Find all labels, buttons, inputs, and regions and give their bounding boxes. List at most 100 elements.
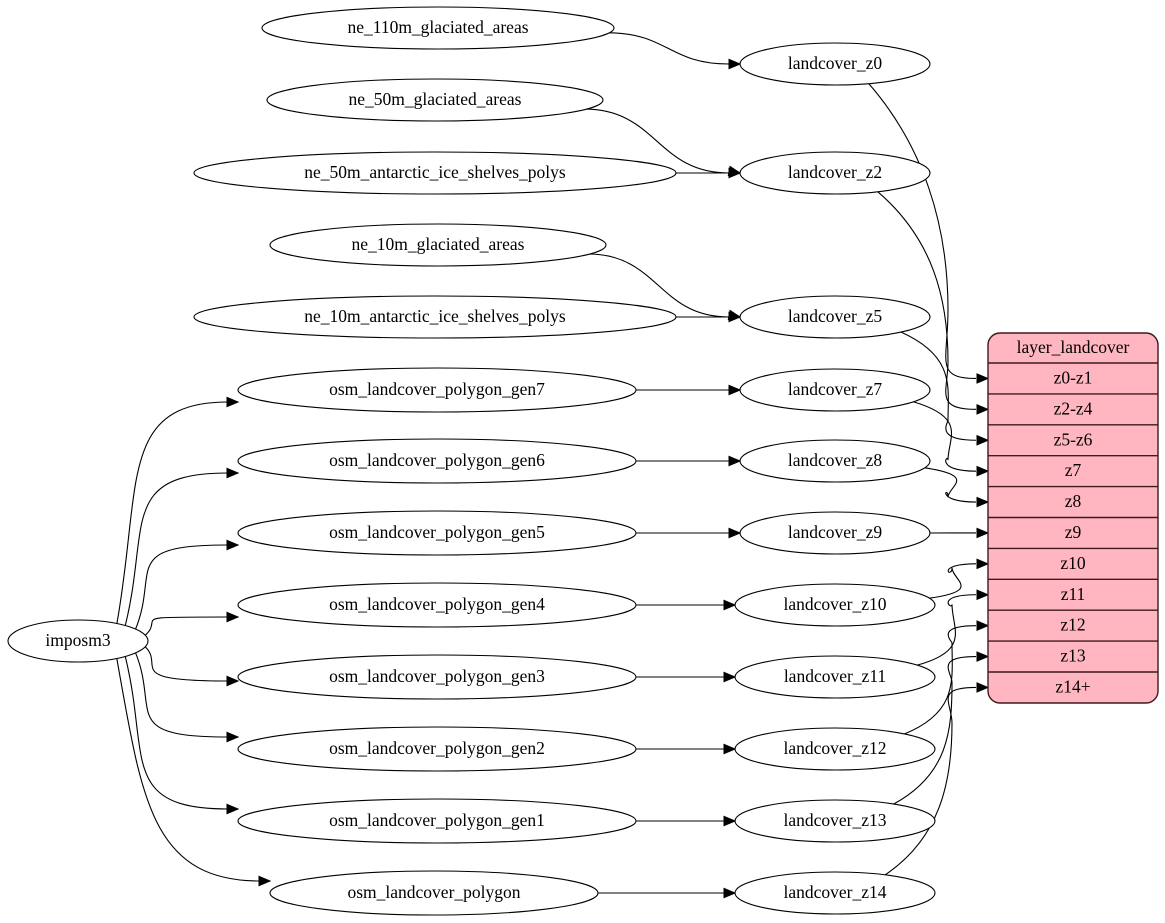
node-ne50m_gl[interactable]: ne_50m_glaciated_areas bbox=[266, 78, 604, 122]
node-lc_z13[interactable]: landcover_z13 bbox=[734, 799, 936, 843]
node-osm_gen6[interactable]: osm_landcover_polygon_gen6 bbox=[237, 438, 637, 484]
edge-lc_z13-table-row-9 bbox=[893, 651, 990, 805]
node-label: osm_landcover_polygon_gen6 bbox=[329, 450, 545, 470]
node-ne50m_ant[interactable]: ne_50m_antarctic_ice_shelves_polys bbox=[193, 151, 677, 195]
edge-lc_z10-table-row-6 bbox=[928, 558, 990, 599]
node-shape bbox=[739, 151, 931, 195]
node-shape bbox=[739, 439, 931, 483]
node-ne10m_gl[interactable]: ne_10m_glaciated_areas bbox=[269, 223, 607, 267]
node-lc_z8[interactable]: landcover_z8 bbox=[739, 439, 931, 483]
table-row-1[interactable]: z2-z4 bbox=[1054, 398, 1093, 418]
node-label: landcover_z8 bbox=[788, 450, 883, 470]
edge-imposm3-osm_gen1 bbox=[124, 655, 240, 815]
table-row-6[interactable]: z10 bbox=[1060, 553, 1086, 573]
node-osm_gen1[interactable]: osm_landcover_polygon_gen1 bbox=[237, 798, 637, 844]
table-row-label: z13 bbox=[1060, 646, 1086, 666]
node-ne110m_gl[interactable]: ne_110m_glaciated_areas bbox=[261, 6, 615, 50]
node-shape bbox=[237, 510, 637, 556]
edge-imposm3-osm_gen5 bbox=[134, 539, 240, 631]
node-lc_z2[interactable]: landcover_z2 bbox=[739, 151, 931, 195]
edge-ne10m_ant-lc_z5 bbox=[673, 311, 742, 323]
table-row-label: z14+ bbox=[1055, 676, 1090, 696]
node-osm_gen3[interactable]: osm_landcover_polygon_gen3 bbox=[237, 654, 637, 700]
edge-imposm3-osm_poly bbox=[116, 657, 272, 887]
edge-osm_gen5-lc_z9 bbox=[634, 527, 742, 539]
table-row-10[interactable]: z14+ bbox=[1055, 676, 1090, 696]
node-shape bbox=[269, 223, 607, 267]
node-layer: imposm3 ne_110m_glaciated_areas ne_50m_gla… bbox=[7, 6, 936, 916]
table-row-label: z12 bbox=[1060, 615, 1085, 635]
node-ne10m_ant[interactable]: ne_10m_antarctic_ice_shelves_polys bbox=[193, 295, 677, 339]
node-label: landcover_z11 bbox=[784, 666, 886, 686]
node-label: landcover_z14 bbox=[783, 882, 886, 902]
node-shape bbox=[734, 727, 936, 771]
node-osm_gen4[interactable]: osm_landcover_polygon_gen4 bbox=[237, 582, 637, 628]
edge-osm_gen2-lc_z12 bbox=[634, 743, 737, 755]
node-label: ne_110m_glaciated_areas bbox=[347, 17, 528, 37]
edge-osm_gen6-lc_z8 bbox=[634, 455, 742, 467]
edge-osm_gen1-lc_z13 bbox=[634, 815, 737, 827]
node-lc_z9[interactable]: landcover_z9 bbox=[739, 511, 931, 555]
edge-lc_z5-table-row-2 bbox=[900, 331, 990, 446]
node-lc_z12[interactable]: landcover_z12 bbox=[734, 727, 936, 771]
node-lc_z11[interactable]: landcover_z11 bbox=[734, 655, 936, 699]
layer-landcover-table[interactable]: layer_landcoverz0-z1z2-z4z5-z6z7z8z9z10z… bbox=[987, 332, 1159, 704]
table-row-5[interactable]: z9 bbox=[1065, 522, 1082, 542]
node-shape bbox=[7, 619, 149, 663]
table-row-label: z8 bbox=[1065, 491, 1082, 511]
table-row-label: z10 bbox=[1060, 553, 1086, 573]
table-row-label: z5-z6 bbox=[1054, 429, 1093, 449]
table-row-8[interactable]: z12 bbox=[1060, 615, 1085, 635]
node-label: landcover_z12 bbox=[783, 738, 886, 758]
node-shape bbox=[261, 6, 615, 50]
node-osm_gen2[interactable]: osm_landcover_polygon_gen2 bbox=[237, 726, 637, 772]
table-row-label: z0-z1 bbox=[1054, 367, 1093, 387]
node-lc_z14[interactable]: landcover_z14 bbox=[734, 871, 936, 915]
node-shape bbox=[193, 151, 677, 195]
node-label: ne_50m_antarctic_ice_shelves_polys bbox=[304, 162, 566, 182]
node-shape bbox=[269, 870, 599, 916]
node-osm_poly[interactable]: osm_landcover_polygon bbox=[269, 870, 599, 916]
edge-lc_z7-table-row-3 bbox=[912, 401, 990, 477]
node-shape bbox=[734, 655, 936, 699]
node-shape bbox=[739, 511, 931, 555]
node-label: osm_landcover_polygon_gen2 bbox=[329, 738, 545, 758]
node-osm_gen5[interactable]: osm_landcover_polygon_gen5 bbox=[237, 510, 637, 556]
node-label: osm_landcover_polygon_gen1 bbox=[329, 810, 545, 830]
table-row-9[interactable]: z13 bbox=[1060, 646, 1086, 666]
node-label: osm_landcover_polygon bbox=[347, 882, 520, 902]
node-label: osm_landcover_polygon_gen5 bbox=[329, 522, 545, 542]
edge-lc_z11-table-row-7 bbox=[916, 589, 990, 666]
node-lc_z0[interactable]: landcover_z0 bbox=[739, 42, 931, 86]
node-imposm3[interactable]: imposm3 bbox=[7, 619, 149, 663]
table-row-3[interactable]: z7 bbox=[1065, 460, 1082, 480]
node-shape bbox=[237, 367, 637, 413]
node-osm_gen7[interactable]: osm_landcover_polygon_gen7 bbox=[237, 367, 637, 413]
node-shape bbox=[237, 654, 637, 700]
edge-imposm3-osm_gen2 bbox=[134, 651, 240, 743]
table-row-7[interactable]: z11 bbox=[1061, 584, 1086, 604]
node-lc_z5[interactable]: landcover_z5 bbox=[739, 295, 931, 339]
node-lc_z10[interactable]: landcover_z10 bbox=[734, 583, 936, 627]
node-shape bbox=[739, 368, 931, 412]
node-lc_z7[interactable]: landcover_z7 bbox=[739, 368, 931, 412]
edge-imposm3-osm_gen6 bbox=[124, 467, 240, 627]
edge-imposm3-osm_gen7 bbox=[116, 396, 240, 625]
node-label: imposm3 bbox=[45, 630, 110, 650]
node-shape bbox=[237, 438, 637, 484]
node-label: landcover_z10 bbox=[783, 594, 886, 614]
table-row-2[interactable]: z5-z6 bbox=[1054, 429, 1093, 449]
edge-lc_z8-table-row-4 bbox=[923, 467, 990, 508]
node-label: landcover_z7 bbox=[788, 379, 883, 399]
edge-lc_z14-table-row-10 bbox=[884, 682, 990, 876]
table-row-4[interactable]: z8 bbox=[1065, 491, 1082, 511]
table-row-label: z7 bbox=[1065, 460, 1082, 480]
node-label: landcover_z13 bbox=[783, 810, 886, 830]
table-row-0[interactable]: z0-z1 bbox=[1054, 367, 1093, 387]
node-label: ne_10m_glaciated_areas bbox=[352, 234, 525, 254]
node-shape bbox=[739, 295, 931, 339]
node-label: osm_landcover_polygon_gen7 bbox=[329, 379, 545, 399]
node-shape bbox=[237, 582, 637, 628]
edge-lc_z9-table-row-5 bbox=[929, 527, 990, 539]
